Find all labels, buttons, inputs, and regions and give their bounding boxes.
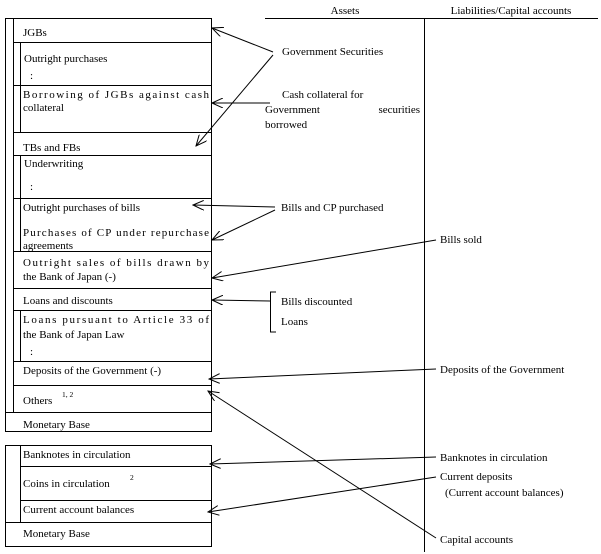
capital-accounts-label: Capital accounts [440,534,513,546]
arrow-bills-cp-to-outright-purchases [193,205,276,207]
current-deposits-label-1: Current deposits [440,471,512,483]
arrow-deposits-government [209,368,437,379]
deposits-government-label: Deposits of the Government (-) [23,365,161,377]
uses-outer-box [5,445,212,547]
outright-purchases-label: Outright purchases [24,53,107,65]
banknotes-account-label: Banknotes in circulation [440,452,548,464]
continuation-dots: : [30,70,33,82]
jgbs-label: JGBs [23,27,47,39]
cash-collateral-label-2b: securities [378,104,420,116]
bills-cp-purchased-label: Bills and CP purchased [281,202,384,214]
continuation-dots: : [30,346,33,358]
tbs-fbs-label: TBs and FBs [23,142,80,154]
others-label: Others [23,395,52,407]
cash-collateral-label-2a: Government [265,104,320,116]
current-deposits-label-2: (Current account balances) [445,487,564,499]
balance-sheet-t-account [265,18,598,552]
liabilities-header: Liabilities/Capital accounts [451,5,572,17]
loans-label: Loans [281,316,308,328]
borrowing-jgbs-label-2: collateral [23,102,64,114]
loans-bracket [270,291,276,333]
assets-header: Assets [331,5,360,17]
sources-block [5,18,212,432]
outright-sales-bills-label-1: Outright sales of bills drawn by [23,257,210,269]
continuation-dots: : [30,181,33,193]
bracket-line [270,291,276,333]
monetary-base-label: Monetary Base [23,419,90,431]
outright-purchases-bills-label: Outright purchases of bills [23,202,140,214]
bills-sold-label: Bills sold [440,234,482,246]
arrow-capital-accounts-to-others [208,391,437,539]
loans-discounts-label: Loans and discounts [23,295,113,307]
uses-block [5,445,212,547]
coins-footnote: 2 [130,473,134,482]
others-footnote: 1, 2 [62,390,74,399]
arrow-bills-discounted-to-loans [212,300,271,301]
arrow-bills-sold-to-outright-sales [212,239,437,278]
government-securities-label: Government Securities [282,46,383,58]
deposits-government-account-label: Deposits of the Government [440,364,564,376]
bills-discounted-label: Bills discounted [281,296,353,308]
sources-outer-box [5,18,212,432]
cash-collateral-label-3: borrowed [265,119,308,131]
purchases-cp-label-2: agreements [23,240,73,252]
arrow-gov-securities-to-tbs-fbs [196,54,274,146]
coins-label: Coins in circulation [23,478,110,490]
loans-article-33-label-2: the Bank of Japan Law [23,329,124,341]
outright-sales-bills-label-2: the Bank of Japan (-) [23,271,116,283]
arrow-banknotes [210,456,437,464]
underwriting-label: Underwriting [24,158,84,170]
cash-collateral-label-1: Cash collateral for [282,89,364,101]
uses-monetary-base-label: Monetary Base [23,528,90,540]
purchases-cp-label-1: Purchases of CP under repurchase [23,227,209,239]
arrow-bills-cp-to-purchases-cp [212,209,276,240]
loans-article-33-label-1: Loans pursuant to Article 33 of [23,314,209,326]
banknotes-label: Banknotes in circulation [23,449,131,461]
arrow-current-deposits [208,476,437,512]
current-account-balances-label: Current account balances [23,504,134,516]
arrows [193,28,437,539]
arrow-gov-securities-to-jgbs [212,28,274,53]
borrowing-jgbs-label-1: Borrowing of JGBs against cash [23,89,209,101]
